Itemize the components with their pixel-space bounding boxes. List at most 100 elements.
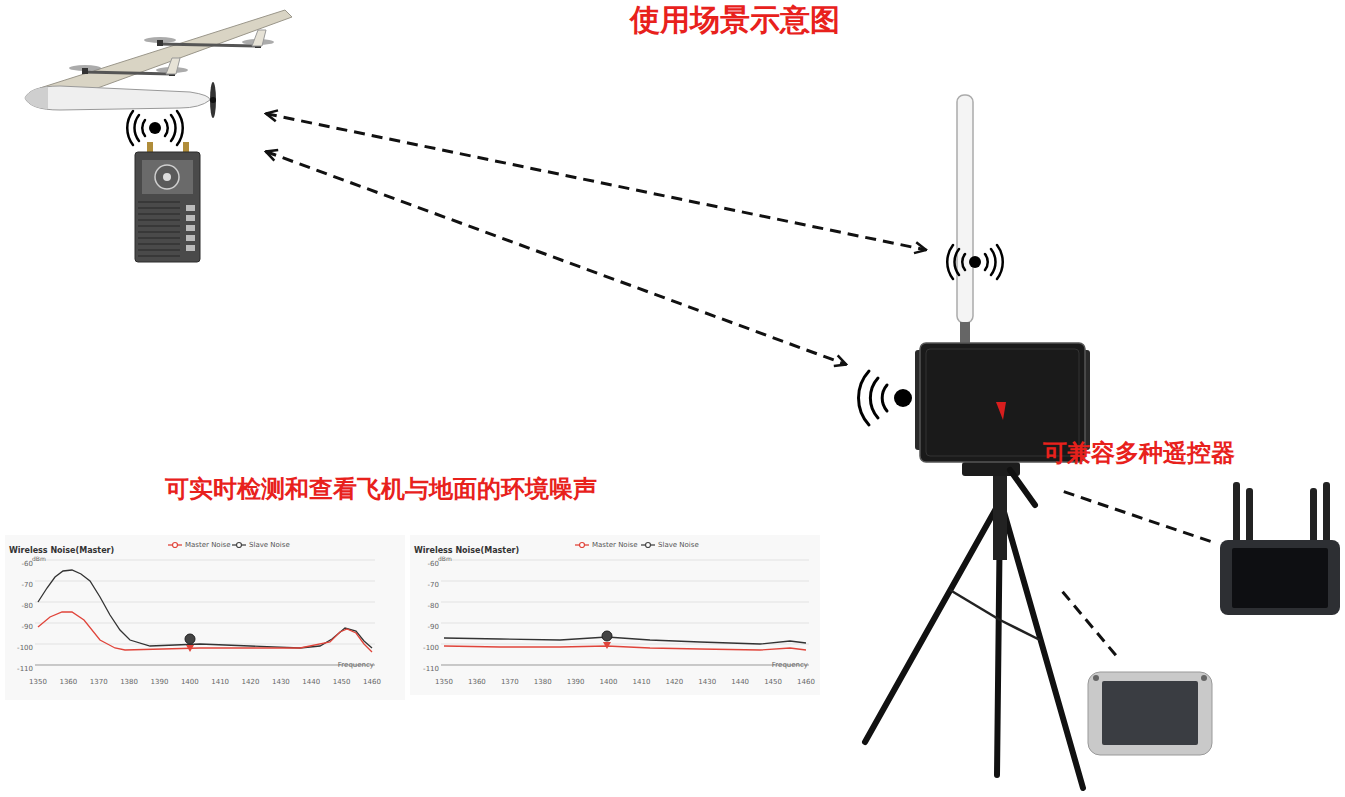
label-text: -60 [428,560,439,568]
label-text: 1390 [151,678,169,686]
axis-title: Frequency [772,652,808,671]
axis-unit: dBm [438,546,452,565]
controller-node [1085,662,1215,760]
axis-tick: 1430 [698,669,716,688]
axis-tick: 1460 [363,669,381,688]
chart-title: Wireless Noise(Master) [9,538,114,557]
legend-entry: Master Noise [168,541,231,549]
label-text: 1410 [211,678,229,686]
noise-chart [5,535,405,700]
label-text: 1360 [468,678,486,686]
axis-tick: -90 [22,614,33,633]
axis-tick: 1450 [764,669,782,688]
axis-tick: -100 [423,635,439,654]
drone-illustration [25,10,292,118]
axis-tick: 1400 [181,669,199,688]
label-text: 1430 [272,678,290,686]
axis-tick: -80 [22,593,33,612]
axis-tick: 1370 [501,669,519,688]
axis-tick: 1440 [302,669,320,688]
label-text: -70 [22,581,33,589]
label-text: -110 [17,665,33,673]
label-text: 1450 [333,678,351,686]
label-text: -110 [423,665,439,673]
axis-tick: -100 [17,635,33,654]
legend-entry: Slave Noise [641,541,699,549]
axis-tick: 1420 [242,669,260,688]
title-box: 使用场景示意图 [630,0,840,41]
axis-tick: 1450 [333,669,351,688]
label-text: Frequency [772,661,808,669]
legend-entry: Master Noise [575,541,638,549]
axis-tick: 1380 [120,669,138,688]
label-text: 可兼容多种遥控器 [1043,439,1235,467]
label-text: dBm [32,555,46,562]
axis-tick: 1430 [272,669,290,688]
axis-tick: 1350 [29,669,47,688]
legend-text: Slave Noise [249,541,290,549]
label-text: 1360 [59,678,77,686]
axis-tick: 1460 [797,669,815,688]
axis-tick: 1390 [567,669,585,688]
label-text: -80 [22,602,33,610]
label-text: -100 [17,644,33,652]
axis-tick: 1360 [468,669,486,688]
axis-tick: -70 [22,572,33,591]
legend-sample [575,541,589,549]
label-text: Wireless Noise(Master) [9,546,114,555]
ground-station-node [850,340,1060,790]
remote-controller [1220,482,1340,615]
label-text: 1440 [731,678,749,686]
label-text: 1450 [764,678,782,686]
ground-antenna [957,95,973,344]
label-text: 1350 [435,678,453,686]
radio-module [135,142,200,262]
label-text: 1460 [797,678,815,686]
label-text: 1400 [600,678,618,686]
axis-title: Frequency [338,652,374,671]
axis-tick: -60 [428,551,439,570]
label-text: 1370 [501,678,519,686]
axis-unit: dBm [32,546,46,565]
label-text: -90 [428,623,439,631]
title-text: 使用场景示意图 [630,2,840,37]
dashed-connector [1063,592,1119,659]
dashed-connector [266,114,926,250]
label-text: Wireless Noise(Master) [414,546,519,555]
label-text: 1430 [698,678,716,686]
drone-node [20,0,262,265]
axis-tick: 1370 [90,669,108,688]
legend-text: Slave Noise [658,541,699,549]
axis-tick: 1410 [633,669,651,688]
legend-sample [168,541,182,549]
caption-note: 可兼容多种遥控器 [1043,440,1235,468]
label-text: 1420 [665,678,683,686]
caption-note: 可实时检测和查看飞机与地面的环境噪声 [165,476,597,504]
legend-sample [232,541,246,549]
label-text: -70 [428,581,439,589]
signal-icon [859,371,912,425]
legend-entry: Slave Noise [232,541,290,549]
label-text: 1460 [363,678,381,686]
chart-title: Wireless Noise(Master) [414,538,519,557]
axis-tick: 1390 [151,669,169,688]
label-text: dBm [438,555,452,562]
axis-tick: 1440 [731,669,749,688]
label-text: -90 [22,623,33,631]
label-text: 1440 [302,678,320,686]
axis-tick: -70 [428,572,439,591]
antenna-node [930,90,1015,335]
label-text: 1400 [181,678,199,686]
label-text: -80 [428,602,439,610]
axis-tick: 1380 [534,669,552,688]
label-text: 1380 [534,678,552,686]
axis-tick: 1410 [211,669,229,688]
label-text: 1370 [90,678,108,686]
noise-chart [410,535,820,695]
dashed-connector [266,151,846,364]
axis-tick: 1400 [600,669,618,688]
